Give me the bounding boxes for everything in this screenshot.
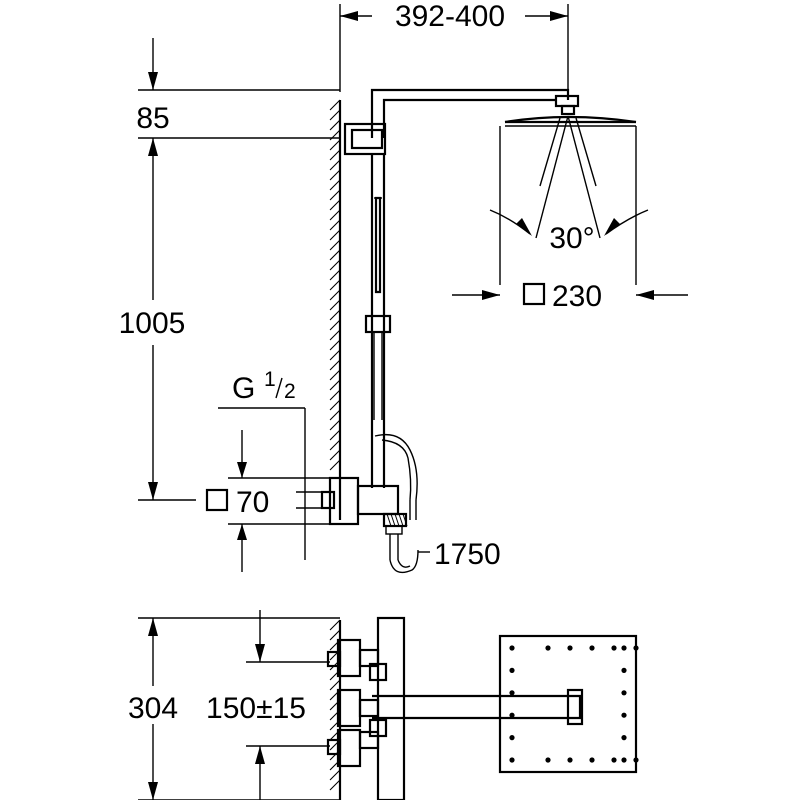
height-dimension: 1005	[119, 160, 196, 501]
head-size-dimension: 230	[452, 280, 688, 313]
thread-denominator: 2	[284, 380, 296, 403]
hose-length-dimension: 1750	[418, 538, 501, 571]
wall-section	[329, 99, 342, 520]
plan-spacing-label: 150±15	[206, 692, 306, 725]
thread-label: G	[232, 372, 255, 405]
height-label: 1005	[119, 307, 186, 340]
top-offset-dimension: 85	[136, 38, 340, 160]
plan-depth-dimension: 304	[128, 617, 340, 800]
spray-angle-label: 30°	[549, 222, 594, 255]
riser-pipe	[343, 122, 418, 520]
mixer-size-label: 70	[236, 486, 269, 519]
arm-length-dimension: 392-400	[339, 0, 569, 92]
plan-depth-label: 304	[128, 692, 178, 725]
mixer-valve	[320, 476, 419, 574]
top-offset-label: 85	[136, 102, 169, 135]
plan-view	[326, 616, 639, 800]
arm-length-label: 392-400	[395, 0, 505, 33]
mixer-size-dimension: 70	[205, 430, 330, 572]
plan-spacing-dimension: 150±15	[206, 610, 330, 800]
thread-dimension: G 1 2	[218, 368, 330, 560]
hose-length-label: 1750	[434, 538, 501, 571]
shower-head: 30°	[370, 88, 649, 285]
square-symbol-icon	[522, 282, 546, 306]
head-size-label: 230	[552, 280, 602, 313]
thread-numerator: 1	[264, 368, 276, 391]
square-symbol-icon	[205, 488, 229, 512]
